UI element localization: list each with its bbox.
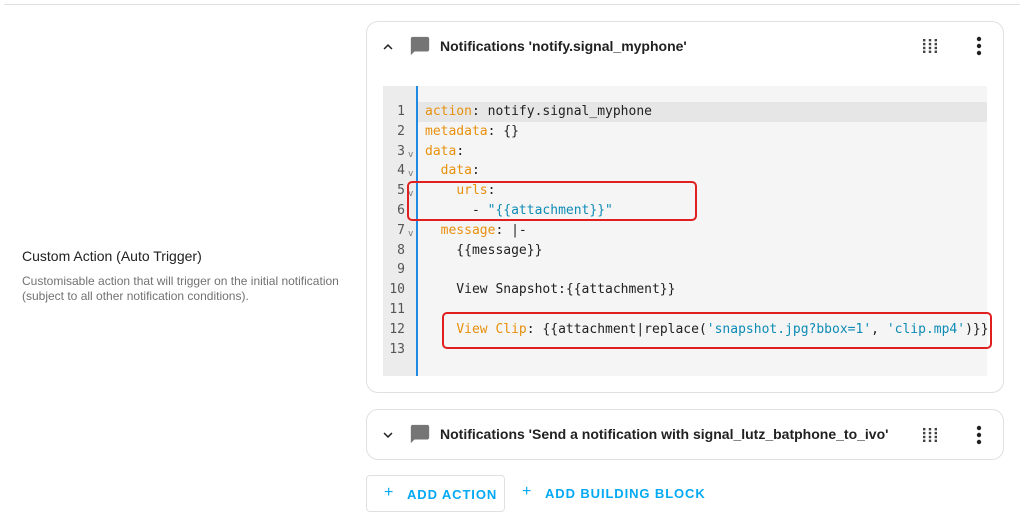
drag-handle-icon[interactable] xyxy=(923,39,937,53)
line-text: View Clip: {{attachment|replace('snapsho… xyxy=(425,320,989,340)
plus-icon: + xyxy=(384,484,395,501)
line-number: 13 xyxy=(389,341,405,357)
yaml-text xyxy=(425,223,441,238)
line-number: 3 xyxy=(397,143,405,159)
line-number: 12 xyxy=(389,321,405,337)
code-line: 10 View Snapshot:{{attachment}} xyxy=(383,280,987,300)
line-text: urls: xyxy=(425,181,495,201)
add-building-block-button[interactable]: + ADD BUILDING BLOCK xyxy=(518,475,705,512)
yaml-key: urls xyxy=(456,183,488,199)
line-text: View Snapshot:{{attachment}} xyxy=(425,280,675,300)
yaml-key: data xyxy=(425,143,457,159)
yaml-text: : xyxy=(471,163,480,179)
fold-toggle-icon[interactable]: v xyxy=(408,169,414,180)
action-card-title: Notifications 'notify.signal_myphone' xyxy=(440,38,687,54)
yaml-string: 'clip.mp4' xyxy=(886,321,966,337)
add-action-button[interactable]: + ADD ACTION xyxy=(366,475,505,512)
line-number: 6 xyxy=(397,202,405,218)
code-line: 6 - "{{attachment}}" xyxy=(383,201,987,221)
code-lines: 1 action: notify.signal_myphone 2 metadata:… xyxy=(383,102,989,360)
line-number: 11 xyxy=(389,301,405,317)
fold-toggle-icon[interactable]: v xyxy=(408,228,414,239)
line-number: 9 xyxy=(397,262,405,278)
line-number: 5 xyxy=(397,183,405,199)
drag-handle-icon[interactable] xyxy=(923,428,937,442)
line-number: 4 xyxy=(397,163,405,179)
line-text: message: |- xyxy=(425,221,527,241)
more-vert-icon[interactable] xyxy=(971,36,987,56)
code-line: 13 xyxy=(383,340,987,360)
yaml-text: {{message}} xyxy=(425,242,543,258)
plus-icon: + xyxy=(522,483,533,500)
yaml-text: )}} xyxy=(965,321,989,337)
yaml-text xyxy=(425,163,441,178)
yaml-text: : xyxy=(487,183,496,199)
fold-toggle-icon[interactable]: v xyxy=(408,149,414,160)
action-card-signal-lutz: Notifications 'Send a notification with … xyxy=(366,409,1004,460)
yaml-key: data xyxy=(440,163,472,179)
yaml-text: , xyxy=(871,321,887,337)
line-number: 7 xyxy=(397,222,405,238)
yaml-text: : notify.signal_myphone xyxy=(471,104,652,119)
message-icon xyxy=(410,36,430,56)
line-number: 1 xyxy=(397,104,405,119)
code-line: 9 xyxy=(383,260,987,280)
setting-info: Custom Action (Auto Trigger) Customisabl… xyxy=(22,246,362,304)
yaml-key: message xyxy=(440,222,496,238)
add-action-label: ADD ACTION xyxy=(407,487,498,502)
code-line: 1 action: notify.signal_myphone xyxy=(383,102,987,122)
line-text: action: notify.signal_myphone xyxy=(425,102,652,122)
action-card-header[interactable]: Notifications 'Send a notification with … xyxy=(367,410,1003,458)
code-line: 11 xyxy=(383,300,987,320)
line-text: data: xyxy=(425,161,480,181)
yaml-text: : {{attachment|replace( xyxy=(526,321,707,337)
annotation-box-urls xyxy=(407,181,697,221)
yaml-text: View Snapshot:{{attachment}} xyxy=(425,282,676,298)
add-building-block-label: ADD BUILDING BLOCK xyxy=(545,486,706,501)
setting-description: Customisable action that will trigger on… xyxy=(22,274,339,303)
line-text: data: xyxy=(425,142,464,162)
message-icon xyxy=(410,424,430,444)
yaml-key: metadata xyxy=(425,123,488,139)
yaml-string: 'snapshot.jpg?bbox=1' xyxy=(706,321,872,337)
more-vert-icon[interactable] xyxy=(971,425,987,445)
line-text: metadata: {} xyxy=(425,122,519,142)
yaml-key: View Clip xyxy=(456,321,527,337)
action-card-title: Notifications 'Send a notification with … xyxy=(440,426,889,442)
top-divider xyxy=(4,4,1020,5)
yaml-text: - xyxy=(425,202,488,218)
fold-toggle-icon[interactable]: v xyxy=(408,189,414,200)
yaml-string: "{{attachment}}" xyxy=(487,202,613,218)
setting-title: Custom Action (Auto Trigger) xyxy=(22,248,202,264)
line-text: {{message}} xyxy=(425,241,542,261)
code-line: 8 {{message}} xyxy=(383,241,987,261)
editor-gutter xyxy=(383,86,418,376)
yaml-text: : |- xyxy=(495,222,527,238)
chevron-up-icon[interactable] xyxy=(379,38,397,56)
line-number: 8 xyxy=(397,242,405,258)
active-line-highlight xyxy=(418,102,987,122)
line-number: 10 xyxy=(389,282,405,298)
yaml-text: : xyxy=(456,143,465,159)
chevron-down-icon[interactable] xyxy=(379,426,397,444)
code-line: 12 View Clip: {{attachment|replace('snap… xyxy=(383,320,989,340)
code-line: 2 metadata: {} xyxy=(383,122,987,142)
action-card-signal-myphone: Notifications 'notify.signal_myphone' 1 a… xyxy=(366,21,1004,393)
editor-cursor-bar xyxy=(416,86,418,376)
action-card-header[interactable]: Notifications 'notify.signal_myphone' xyxy=(367,22,1003,70)
line-text: - "{{attachment}}" xyxy=(425,201,613,221)
line-number: 2 xyxy=(397,123,405,139)
annotation-box-view-clip xyxy=(442,312,992,349)
yaml-text: : {} xyxy=(487,123,519,139)
yaml-code-editor[interactable]: 1 action: notify.signal_myphone 2 metadata:… xyxy=(383,86,989,376)
yaml-key: action xyxy=(425,104,472,119)
